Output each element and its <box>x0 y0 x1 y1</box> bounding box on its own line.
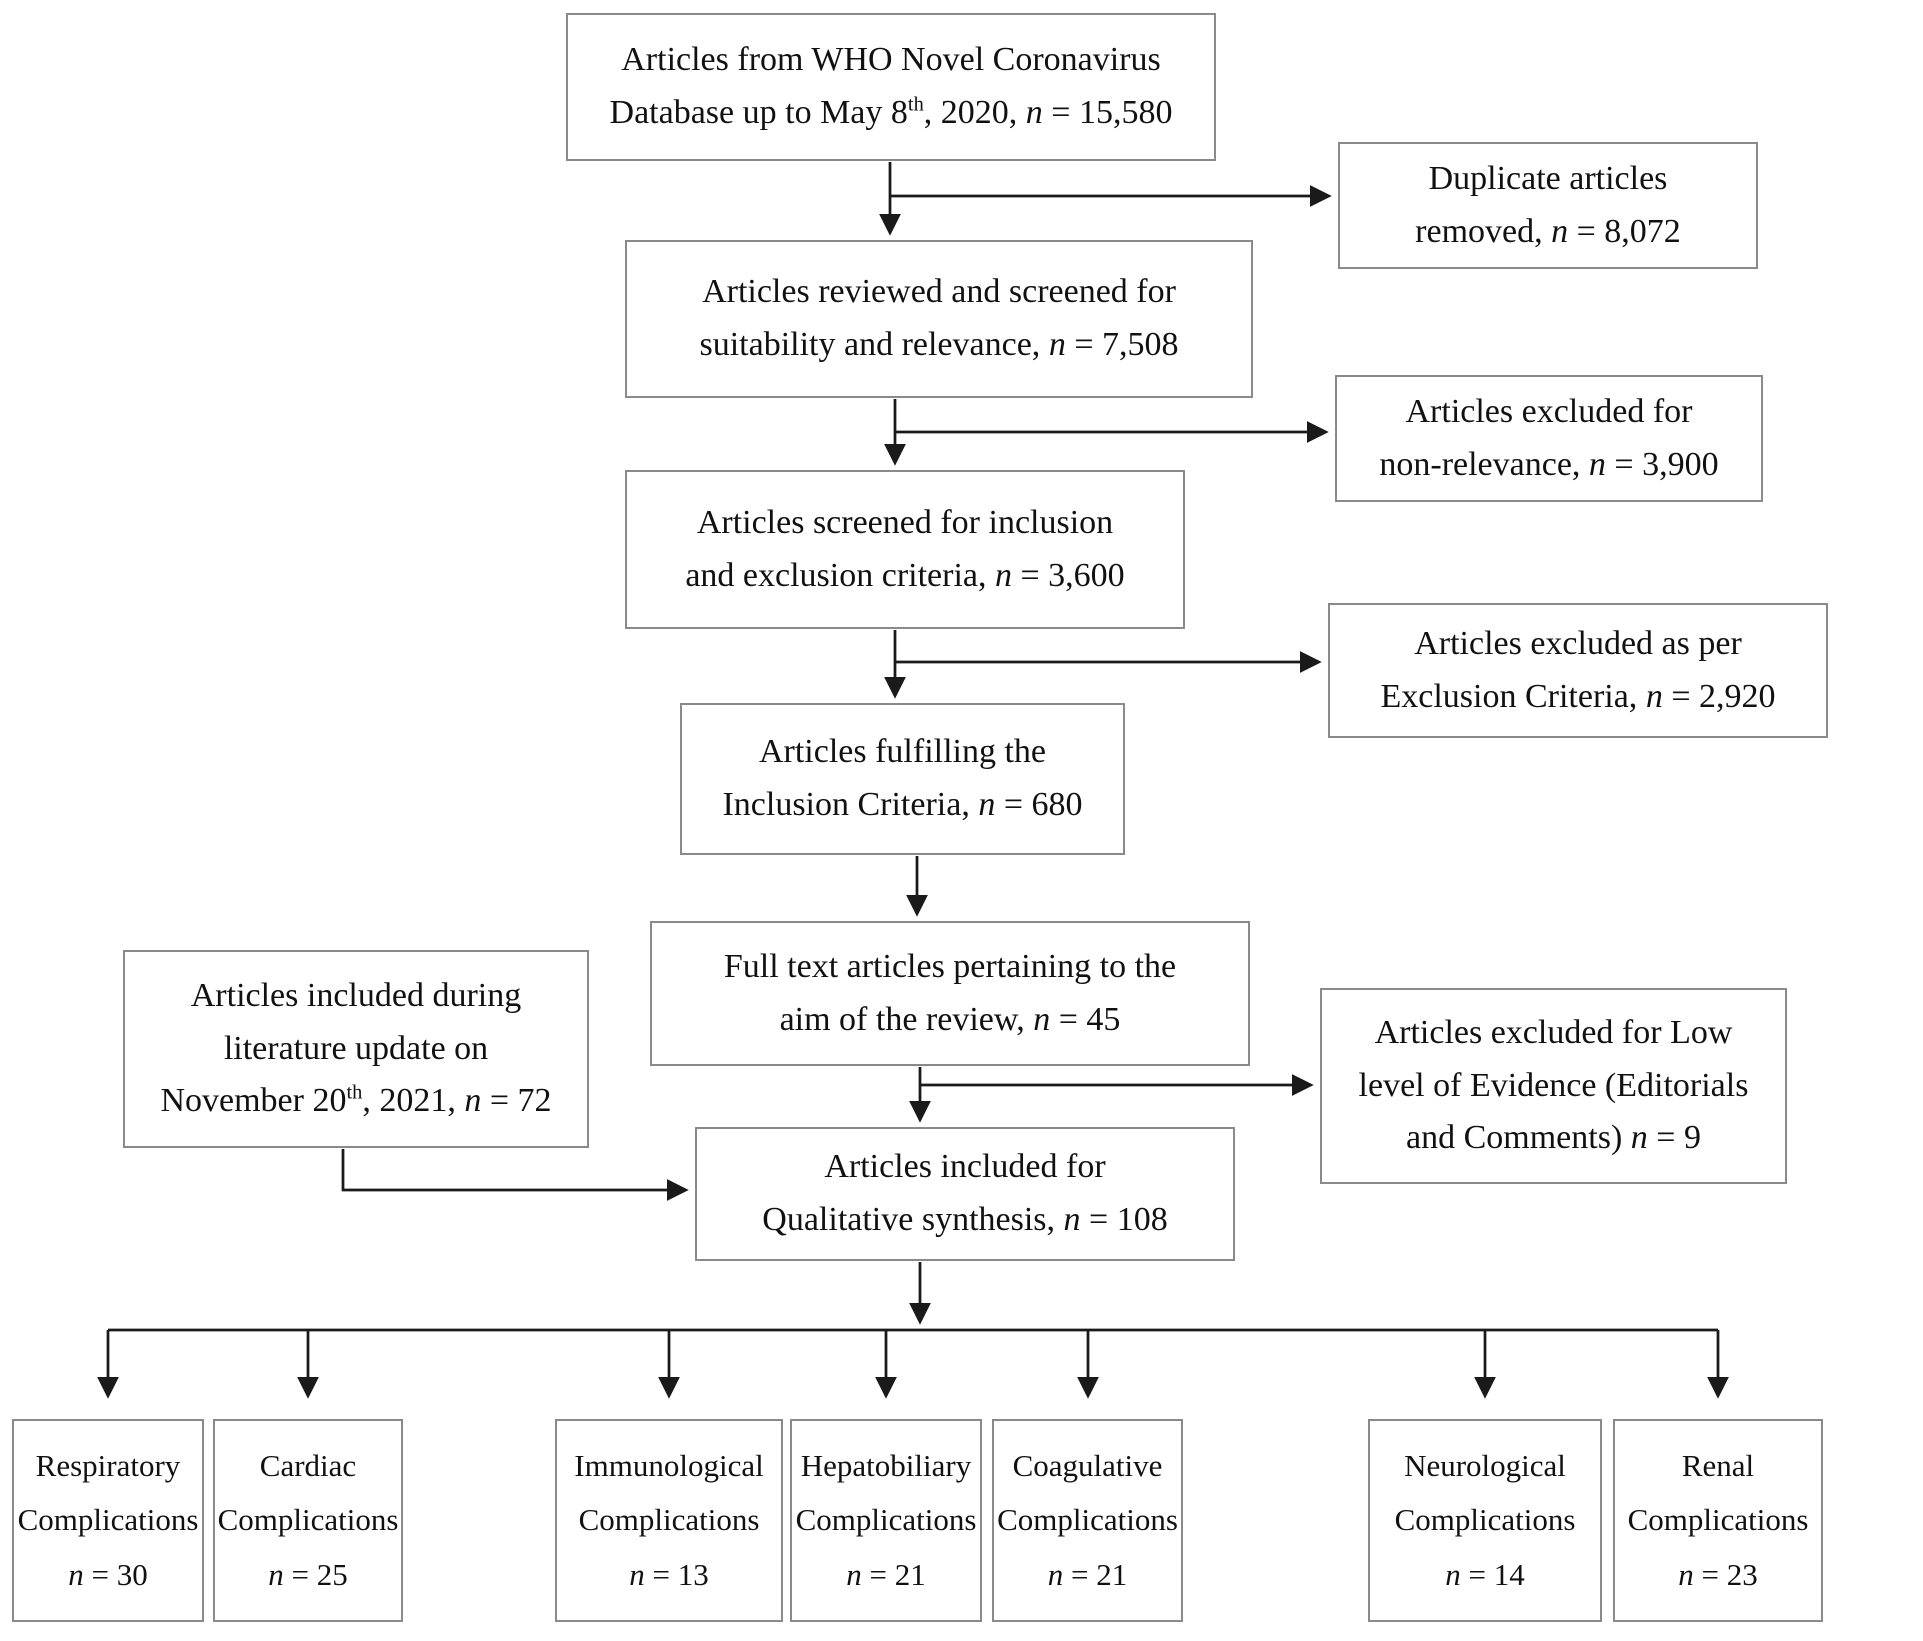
text-line: Articles reviewed and screened for <box>702 273 1176 311</box>
text-line: Articles included for <box>824 1148 1106 1186</box>
text-line: November 20th, 2021, n = 72 <box>160 1082 552 1120</box>
text-line: n = 25 <box>268 1556 348 1592</box>
text-line: Complications <box>17 1502 199 1538</box>
text-line: Complications <box>578 1502 760 1538</box>
box-literature-update: Articles included during literature updat… <box>123 950 589 1148</box>
text-line: aim of the review, n = 45 <box>779 1000 1121 1038</box>
text-line: n = 13 <box>629 1556 709 1592</box>
box-reviewed-screened: Articles reviewed and screened for suitab… <box>625 240 1253 398</box>
text-line: Complications <box>795 1502 977 1538</box>
text-line: Qualitative synthesis, n = 108 <box>762 1201 1168 1238</box>
box-excluded-low-evidence: Articles excluded for Low level of Eviden… <box>1320 988 1787 1184</box>
box-excluded-nonrelevance: Articles excluded for non-relevance, n = … <box>1335 375 1763 502</box>
text-line: literature update on <box>223 1029 489 1067</box>
text-line: n = 14 <box>1445 1556 1525 1592</box>
text-line: Respiratory <box>35 1448 181 1484</box>
text-line: Articles included during <box>190 976 522 1014</box>
text-line: Complications <box>1627 1502 1809 1538</box>
text-line: Renal <box>1681 1448 1755 1484</box>
box-duplicates-removed: Duplicate articles removed, n = 8,072 <box>1338 142 1758 269</box>
text-line: Coagulative <box>1012 1448 1163 1484</box>
text-line: n = 21 <box>1047 1556 1128 1592</box>
text-line: n = 21 <box>846 1556 926 1592</box>
text-line: non-relevance, n = 3,900 <box>1379 445 1719 483</box>
box-screened-criteria: Articles screened for inclusion and exclu… <box>625 470 1185 629</box>
text-line: Complications <box>997 1502 1178 1538</box>
text-line: Complications <box>1394 1502 1576 1538</box>
text-line: Duplicate articles <box>1428 159 1668 197</box>
text-line: Exclusion Criteria, n = 2,920 <box>1380 677 1776 715</box>
text-line: suitability and relevance, n = 7,508 <box>699 326 1179 363</box>
text-line: Full text articles pertaining to the <box>723 947 1177 985</box>
text-line: Inclusion Criteria, n = 680 <box>722 786 1083 823</box>
text-line: removed, n = 8,072 <box>1415 212 1681 250</box>
text-line: and exclusion criteria, n = 3,600 <box>685 556 1125 594</box>
text-line: Neurological <box>1404 1448 1566 1484</box>
text-line: Articles excluded for <box>1405 392 1693 430</box>
text-line: Articles excluded for Low <box>1374 1013 1733 1051</box>
text-line: Articles screened for inclusion <box>696 503 1114 541</box>
text-line: and Comments) n = 9 <box>1406 1119 1701 1157</box>
text-line: n = 23 <box>1678 1556 1758 1592</box>
text-line: Articles excluded as per <box>1414 624 1742 662</box>
text-line: Database up to May 8th, 2020, n = 15,580 <box>609 93 1173 131</box>
text-line: n = 30 <box>68 1556 148 1592</box>
text-line: level of Evidence (Editorials <box>1358 1066 1749 1104</box>
box-fulltext-aim: Full text articles pertaining to the aim … <box>650 921 1250 1066</box>
text-line: Cardiac <box>259 1448 357 1484</box>
text-line: Complications <box>217 1502 399 1538</box>
arrow-literature-update-to-qualitative <box>341 1149 689 1201</box>
text-line: Immunological <box>574 1448 764 1484</box>
text-line: Articles from WHO Novel Coronavirus <box>621 41 1161 79</box>
text-line: Hepatobiliary <box>800 1448 972 1484</box>
text-line: Articles fulfilling the <box>758 733 1047 771</box>
